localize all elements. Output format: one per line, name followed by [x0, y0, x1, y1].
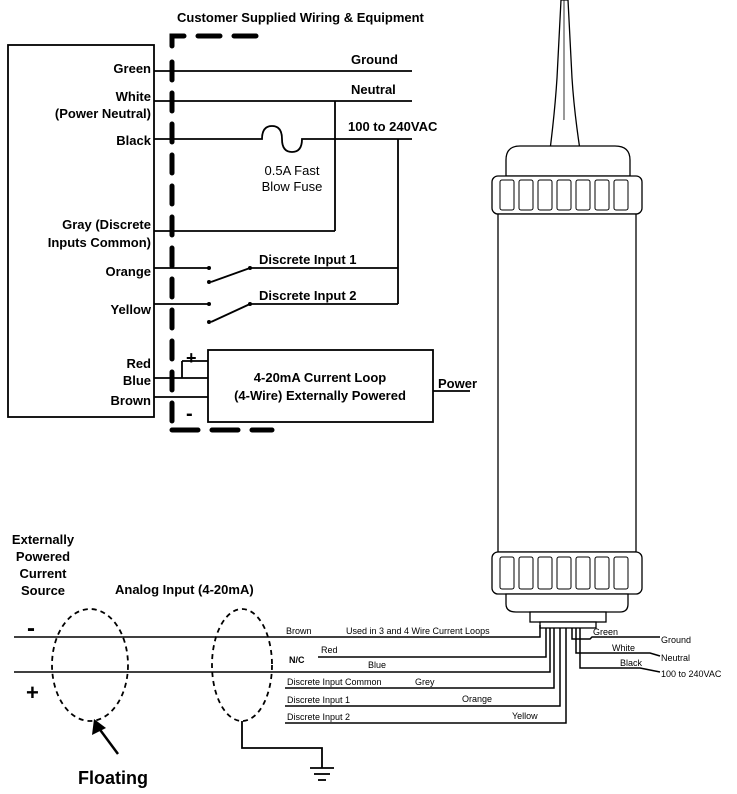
label-brown: Brown	[111, 393, 152, 408]
label-power-neutral: (Power Neutral)	[55, 106, 151, 121]
label-black: Black	[116, 133, 151, 148]
wire-discrete-2: Discrete Input 2	[287, 712, 350, 722]
label-orange: Orange	[105, 264, 151, 279]
label-ac-input: 100 to 240VAC	[348, 119, 438, 134]
current-loop-box	[207, 349, 434, 423]
fuse-label-2: Blow Fuse	[262, 179, 323, 194]
label-discrete-input-2: Discrete Input 2	[259, 288, 357, 303]
source-plus: +	[26, 680, 39, 705]
label-gray-1: Gray (Discrete	[62, 217, 151, 232]
loop-minus: -	[186, 403, 193, 425]
wire-blue: Blue	[368, 660, 386, 670]
label-white: White	[116, 89, 151, 104]
wire-grey: Grey	[415, 677, 435, 687]
wire-nc: N/C	[289, 655, 305, 665]
wire-neutral: Neutral	[661, 653, 690, 663]
wire-yellow: Yellow	[512, 711, 538, 721]
wire-ac: 100 to 240VAC	[661, 669, 722, 679]
customer-boundary	[169, 33, 275, 433]
wire-discrete-1: Discrete Input 1	[287, 695, 350, 705]
label-discrete-input-1: Discrete Input 1	[259, 252, 357, 267]
label-power: Power	[438, 376, 477, 391]
loop-plus: +	[186, 348, 197, 368]
source-label-1: Externally	[12, 532, 75, 547]
floating-arrow	[92, 719, 120, 755]
label-neutral: Neutral	[351, 82, 396, 97]
wire-orange: Orange	[462, 694, 492, 704]
loop-label-2: (4-Wire) Externally Powered	[234, 388, 406, 403]
wire-white: White	[612, 643, 635, 653]
label-green: Green	[113, 61, 151, 76]
wire-used-note: Used in 3 and 4 Wire Current Loops	[346, 626, 490, 636]
cable-wires	[14, 625, 661, 724]
wire-discrete-common: Discrete Input Common	[287, 677, 382, 687]
wire-green: Green	[593, 627, 618, 637]
wire-ground: Ground	[661, 635, 691, 645]
wire-black: Black	[620, 658, 643, 668]
label-red: Red	[126, 356, 151, 371]
top-wires	[154, 70, 470, 398]
source-label-2: Powered	[16, 549, 70, 564]
source-label-3: Current	[20, 566, 68, 581]
switch-contacts	[207, 266, 252, 324]
wire-red: Red	[321, 645, 338, 655]
loop-label-1: 4-20mA Current Loop	[254, 370, 386, 385]
sensor-device	[491, 0, 643, 629]
floating-label: Floating	[78, 768, 148, 788]
label-ground: Ground	[351, 52, 398, 67]
wire-brown: Brown	[286, 626, 312, 636]
label-gray-2: Inputs Common)	[48, 235, 151, 250]
source-label-4: Source	[21, 583, 65, 598]
diagram-title: Customer Supplied Wiring & Equipment	[177, 10, 425, 25]
label-blue: Blue	[123, 373, 151, 388]
ground-symbol	[241, 721, 334, 781]
cable-shield	[51, 608, 273, 722]
fuse-label-1: 0.5A Fast	[265, 163, 320, 178]
label-yellow: Yellow	[111, 302, 152, 317]
analog-input-label: Analog Input (4-20mA)	[115, 582, 254, 597]
source-minus: -	[27, 615, 35, 642]
